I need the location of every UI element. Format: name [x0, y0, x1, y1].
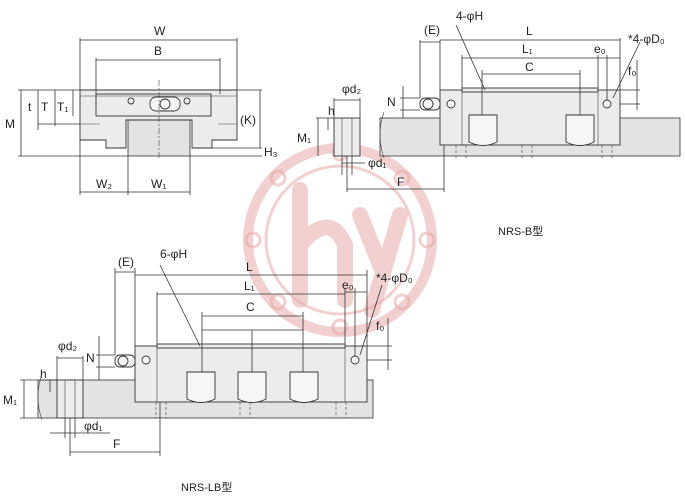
- dim-d2-bot: φd₂: [58, 339, 77, 353]
- dim-N-top: N: [387, 95, 396, 109]
- dim-L-bot: L: [246, 260, 253, 274]
- dim-C-bot: C: [246, 300, 255, 314]
- nrs-lb-side-view: (E) 6-φH L L₁ e₀ *4-φD₀ C f₀ φd₂ N h M₁ …: [3, 247, 413, 456]
- dim-e0-top: e₀: [594, 42, 606, 56]
- dim-C-top: C: [525, 60, 534, 74]
- dim-f0-top: f₀: [628, 64, 636, 78]
- dim-L1-top: L₁: [522, 42, 533, 56]
- dim-F-top: F: [397, 175, 404, 189]
- dim-d2-top: φd₂: [342, 82, 361, 96]
- dim-h-bot: h: [40, 367, 47, 381]
- dim-T: T: [41, 100, 49, 114]
- dim-f0-bot: f₀: [376, 319, 384, 333]
- dim-M1-bot: M₁: [3, 393, 17, 407]
- dim-L-top: L: [526, 24, 533, 38]
- front-view: W B t T T₁ M (K) H₃ W₂ W₁: [5, 24, 278, 195]
- watermark-logo: [243, 143, 437, 337]
- nrs-b-side-view: (E) 4-φH L L₁ e₀ *4-φD₀ C f₀ φd₂ N h M₁ …: [297, 9, 681, 192]
- dim-F-bot: F: [113, 437, 120, 451]
- dim-W1: W₁: [151, 177, 166, 191]
- dim-H3: H₃: [264, 145, 278, 159]
- dim-M: M: [5, 117, 15, 131]
- dim-E-top: (E): [424, 23, 440, 37]
- dim-K: (K): [240, 113, 256, 127]
- dim-B: B: [154, 44, 162, 58]
- dim-W: W: [154, 24, 166, 38]
- caption-nrs-lb: NRS-LB型: [181, 480, 232, 494]
- dim-d1-bot: φd₁: [84, 419, 103, 433]
- dim-L1-bot: L₁: [244, 279, 255, 293]
- dim-4D0-bot: *4-φD₀: [376, 271, 413, 285]
- dim-N-bot: N: [86, 351, 95, 365]
- dim-6H: 6-φH: [160, 247, 187, 261]
- dim-h-top: h: [328, 104, 335, 118]
- dim-E-bot: (E): [118, 255, 134, 269]
- dim-W2: W₂: [96, 177, 112, 191]
- caption-nrs-b: NRS-B型: [498, 224, 543, 238]
- dim-t: t: [28, 100, 32, 114]
- dim-d1-top: φd₁: [368, 156, 387, 170]
- dim-M1-top: M₁: [297, 131, 311, 145]
- dim-4H: 4-φH: [456, 9, 483, 23]
- dim-T1: T₁: [57, 100, 68, 114]
- dim-4D0-top: *4-φD₀: [628, 32, 665, 46]
- dim-e0-bot: e₀: [342, 278, 354, 292]
